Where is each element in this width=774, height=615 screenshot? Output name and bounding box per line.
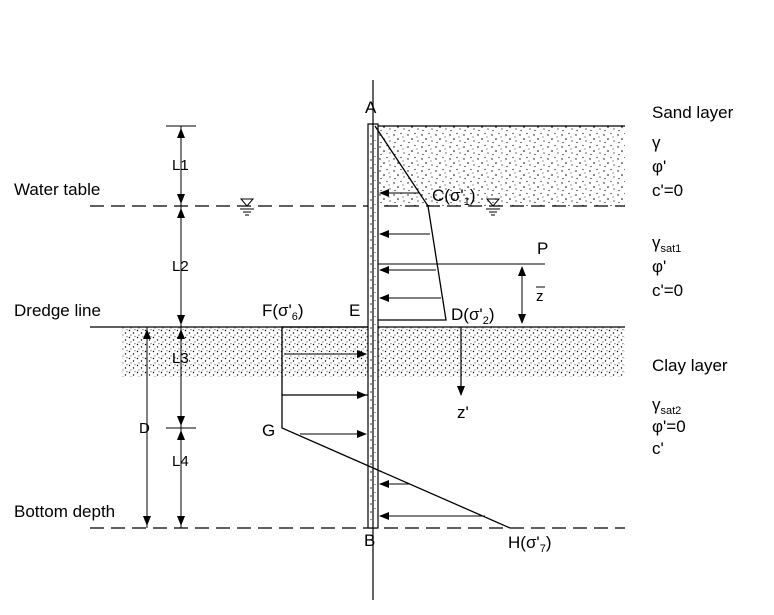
d-dimension-line — [143, 327, 151, 528]
point-d-label: D(σ'2) — [451, 305, 494, 327]
sheet-pile-wall — [367, 80, 379, 600]
d-label: D — [139, 420, 150, 437]
zbar-dimension — [518, 266, 526, 324]
point-f-label: F(σ'6) — [262, 301, 304, 323]
sat-sand-gamma: γsat1 — [652, 233, 681, 255]
clay-gamma: γsat2 — [652, 395, 681, 417]
sand-hatch — [375, 126, 625, 206]
sand-c: c'=0 — [652, 181, 683, 200]
clay-layer-title: Clay layer — [652, 356, 728, 375]
l1-label: L1 — [172, 157, 189, 174]
clay-pressure-diagram — [281, 326, 511, 529]
clay-c: c' — [652, 439, 664, 458]
point-c-label: C(σ'1) — [432, 186, 475, 208]
point-e-label: E — [349, 301, 360, 320]
water-table-label: Water table — [14, 180, 100, 199]
clay-phi: φ'=0 — [652, 417, 686, 436]
active-pressure-diagram — [374, 125, 447, 321]
l-dimension-line — [166, 125, 196, 528]
zbar-label: z — [536, 288, 544, 305]
l4-label: L4 — [172, 453, 189, 470]
dredge-line-label: Dredge line — [14, 301, 101, 320]
point-a-label: A — [365, 98, 377, 117]
sand-layer-title: Sand layer — [652, 103, 734, 122]
l2-label: L2 — [172, 258, 189, 275]
point-b-label: B — [364, 531, 375, 550]
zprime-label: z' — [457, 403, 469, 422]
sat-sand-phi: φ' — [652, 257, 666, 276]
sat-sand-c: c'=0 — [652, 281, 683, 300]
l3-label: L3 — [172, 350, 189, 367]
sand-gamma: γ — [652, 133, 661, 152]
point-g-label: G — [262, 421, 275, 440]
bottom-depth-label: Bottom depth — [14, 502, 115, 521]
point-p-label: P — [537, 239, 548, 258]
sand-phi: φ' — [652, 157, 666, 176]
water-table-symbol-right — [485, 198, 501, 216]
water-table-symbol-left — [239, 198, 255, 216]
point-h-label: H(σ'7) — [508, 533, 551, 555]
